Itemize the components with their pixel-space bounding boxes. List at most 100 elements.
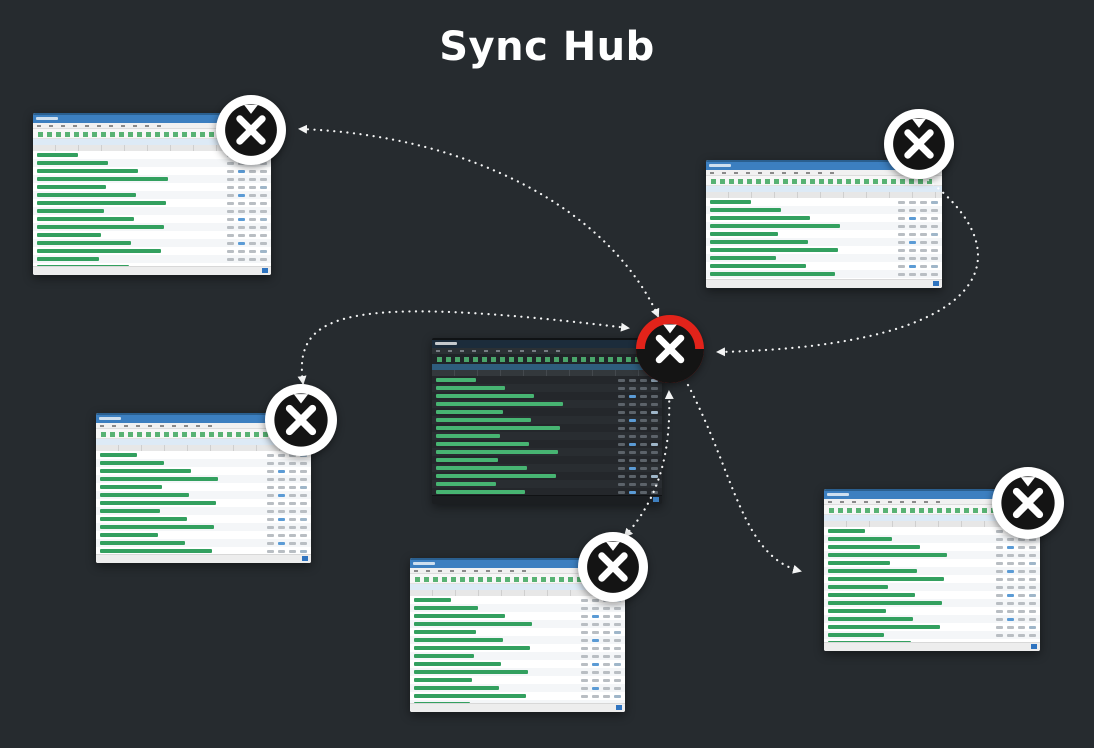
table-row xyxy=(410,660,625,668)
sync-node-icon xyxy=(636,315,704,383)
table-row xyxy=(432,456,662,464)
table-row xyxy=(410,612,625,620)
conn-hub-to-top-left xyxy=(298,124,660,318)
table-row xyxy=(824,599,1040,607)
sync-node-icon xyxy=(265,384,337,456)
table-row xyxy=(96,467,311,475)
table-row xyxy=(432,440,662,448)
table-row xyxy=(706,206,942,214)
node-mid-left xyxy=(265,384,337,456)
window-statusbar xyxy=(706,279,942,288)
table-row xyxy=(33,183,271,191)
table-row xyxy=(96,531,311,539)
table-row xyxy=(824,639,1040,642)
page-title: Sync Hub xyxy=(439,24,655,70)
table-row xyxy=(824,591,1040,599)
window-bottom-center xyxy=(410,558,625,712)
status-chip xyxy=(1031,644,1037,649)
status-chip xyxy=(302,556,308,561)
window-center xyxy=(432,338,662,504)
table-row xyxy=(410,652,625,660)
table-row xyxy=(410,700,625,703)
sync-node-icon xyxy=(578,532,648,602)
window-table xyxy=(706,198,942,279)
table-row xyxy=(96,459,311,467)
window-titlebar xyxy=(432,338,662,348)
window-column-header xyxy=(96,445,311,451)
table-row xyxy=(96,491,311,499)
table-row xyxy=(824,543,1040,551)
conn-hub-to-right xyxy=(686,383,802,574)
table-row xyxy=(33,167,271,175)
table-row xyxy=(410,628,625,636)
table-row xyxy=(33,231,271,239)
table-row xyxy=(33,175,271,183)
table-row xyxy=(33,247,271,255)
table-row xyxy=(706,198,942,206)
table-row xyxy=(432,464,662,472)
table-row xyxy=(410,636,625,644)
table-row xyxy=(824,623,1040,631)
window-menubar xyxy=(96,423,311,429)
table-row xyxy=(33,255,271,263)
window-column-header xyxy=(410,590,625,596)
window-menubar xyxy=(824,499,1040,505)
status-chip xyxy=(262,268,268,273)
table-row xyxy=(824,575,1040,583)
table-row xyxy=(432,416,662,424)
node-bottom-center xyxy=(578,532,648,602)
table-row xyxy=(432,488,662,495)
table-row xyxy=(96,547,311,554)
window-filterbar xyxy=(824,515,1040,521)
table-row xyxy=(432,408,662,416)
table-row xyxy=(432,424,662,432)
window-logo xyxy=(827,493,849,496)
table-row xyxy=(410,620,625,628)
table-row xyxy=(410,668,625,676)
node-top-left xyxy=(216,95,286,165)
status-chip xyxy=(933,281,939,286)
table-row xyxy=(432,384,662,392)
table-row xyxy=(824,535,1040,543)
window-table xyxy=(410,596,625,703)
sync-node-icon xyxy=(884,109,954,179)
window-statusbar xyxy=(33,266,271,275)
table-row xyxy=(824,551,1040,559)
window-column-header xyxy=(33,145,271,151)
window-filterbar xyxy=(410,584,625,590)
window-table xyxy=(33,151,271,266)
table-row xyxy=(706,238,942,246)
window-menubar xyxy=(33,123,271,129)
node-hub xyxy=(636,315,704,383)
window-statusbar xyxy=(410,703,625,712)
sync-node-icon xyxy=(216,95,286,165)
window-logo xyxy=(36,117,58,120)
window-table xyxy=(96,451,311,554)
table-row xyxy=(824,607,1040,615)
table-row xyxy=(96,539,311,547)
table-row xyxy=(96,499,311,507)
table-row xyxy=(824,567,1040,575)
window-top-right xyxy=(706,160,942,288)
table-row xyxy=(33,207,271,215)
table-row xyxy=(706,270,942,278)
status-chip xyxy=(653,497,659,502)
table-row xyxy=(432,400,662,408)
window-statusbar xyxy=(824,642,1040,651)
node-right xyxy=(992,467,1064,539)
window-filterbar xyxy=(33,139,271,145)
table-row xyxy=(410,692,625,700)
table-row xyxy=(33,215,271,223)
table-row xyxy=(410,644,625,652)
window-table xyxy=(824,527,1040,642)
node-top-right xyxy=(884,109,954,179)
table-row xyxy=(410,676,625,684)
window-table xyxy=(432,376,662,495)
table-row xyxy=(706,254,942,262)
table-row xyxy=(33,239,271,247)
table-row xyxy=(33,191,271,199)
window-filterbar xyxy=(96,439,311,445)
table-row xyxy=(96,507,311,515)
window-column-header xyxy=(824,521,1040,527)
